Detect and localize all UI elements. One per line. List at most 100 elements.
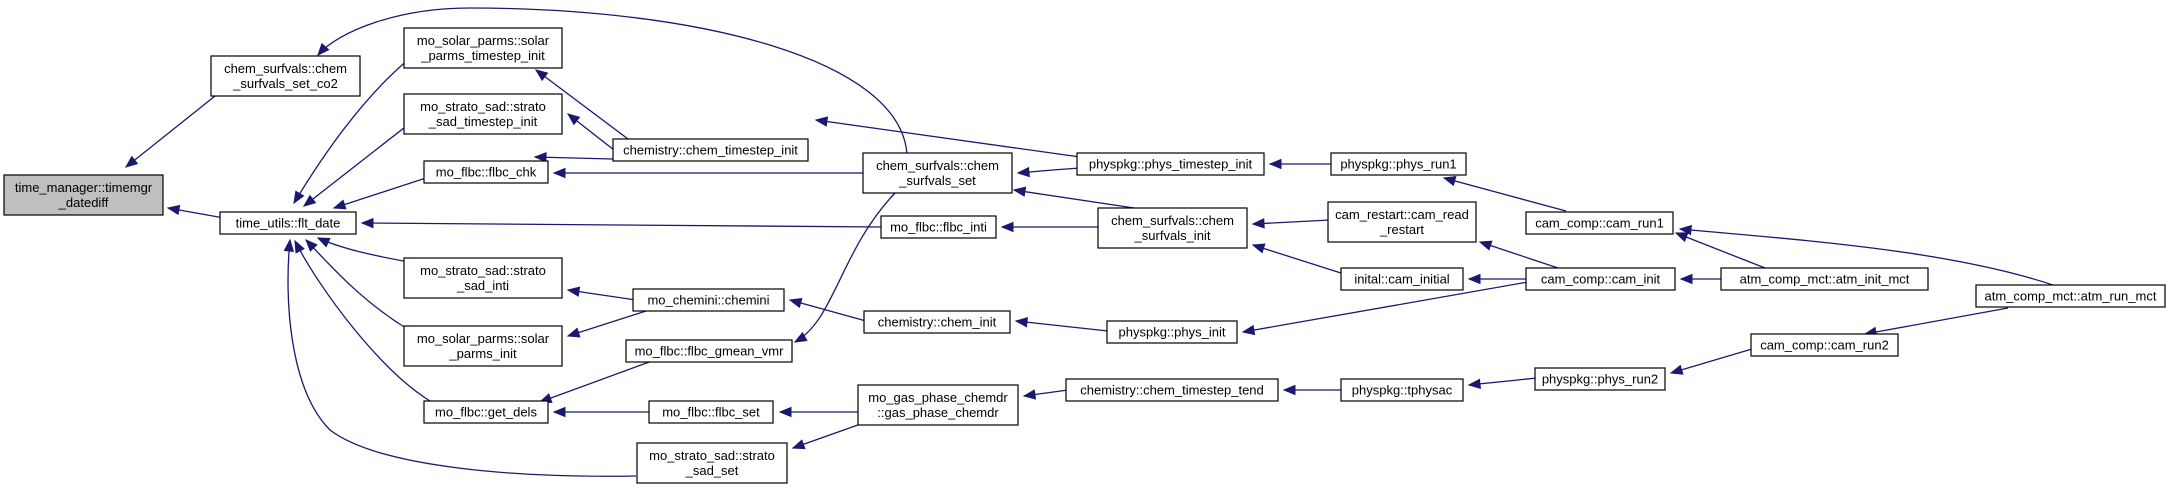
node-timemgr[interactable]: time_manager::timemgr_datediff xyxy=(3,174,164,216)
node-box[interactable] xyxy=(1065,378,1279,402)
node-box[interactable] xyxy=(423,160,549,184)
node-phys-run2[interactable]: physpkg::phys_run2 xyxy=(1534,367,1666,391)
edge-line xyxy=(539,360,653,403)
node-solar-init[interactable]: mo_solar_parms::solar_parms_init xyxy=(403,325,563,367)
node-cam-run1[interactable]: cam_comp::cam_run1 xyxy=(1525,211,1674,235)
node-box[interactable] xyxy=(423,400,549,424)
node-box[interactable] xyxy=(403,325,563,367)
node-box[interactable] xyxy=(1076,152,1265,176)
edge-line xyxy=(1242,281,1529,333)
call-edge-atm_init-to-cam_run1 xyxy=(1674,232,1766,269)
node-box[interactable] xyxy=(219,211,357,235)
node-box[interactable] xyxy=(863,310,1011,334)
node-label: chemistry::chem_timestep_tend xyxy=(1080,383,1264,398)
node-box[interactable] xyxy=(1330,152,1467,176)
call-edge-tphysac-to-chem_ts_tend xyxy=(1282,384,1342,396)
edge-line xyxy=(305,239,410,331)
node-box[interactable] xyxy=(1975,284,2166,308)
node-label: _parms_init xyxy=(448,346,517,361)
node-tphysac[interactable]: physpkg::tphysac xyxy=(1340,378,1464,402)
node-label: _sad_inti xyxy=(456,278,509,293)
node-box[interactable] xyxy=(862,152,1013,194)
node-box[interactable] xyxy=(632,288,785,312)
node-label: cam_comp::cam_init xyxy=(1541,272,1661,287)
node-phys-init[interactable]: physpkg::phys_init xyxy=(1106,320,1238,344)
node-flbc-chk[interactable]: mo_flbc::flbc_chk xyxy=(423,160,549,184)
arrowhead xyxy=(1000,221,1014,233)
node-cam-run2[interactable]: cam_comp::cam_run2 xyxy=(1750,333,1899,357)
node-atm-run[interactable]: atm_comp_mct::atm_run_mct xyxy=(1975,284,2166,308)
node-box[interactable] xyxy=(1525,211,1674,235)
node-label: _sad_timestep_init xyxy=(428,114,538,129)
node-phys-run1[interactable]: physpkg::phys_run1 xyxy=(1330,152,1467,176)
node-box[interactable] xyxy=(1340,378,1464,402)
node-box[interactable] xyxy=(1750,333,1899,357)
node-flbc-set[interactable]: mo_flbc::flbc_set xyxy=(648,400,774,424)
arrowhead xyxy=(1022,389,1037,400)
node-strato-ts[interactable]: mo_strato_sad::strato_sad_timestep_init xyxy=(403,93,563,135)
node-box[interactable] xyxy=(625,339,793,363)
call-edge-chem_ts_init-to-strato_ts xyxy=(566,113,615,151)
node-get-dels[interactable]: mo_flbc::get_dels xyxy=(423,400,549,424)
arrowhead xyxy=(793,331,808,343)
node-box[interactable] xyxy=(1327,201,1477,243)
node-chemini[interactable]: mo_chemini::chemini xyxy=(632,288,785,312)
node-box[interactable] xyxy=(403,27,563,69)
node-cam-init[interactable]: cam_comp::cam_init xyxy=(1525,267,1676,291)
node-solar-ts[interactable]: mo_solar_parms::solar_parms_timestep_ini… xyxy=(403,27,563,69)
node-gmean-vmr[interactable]: mo_flbc::flbc_gmean_vmr xyxy=(625,339,793,363)
node-strato-set[interactable]: mo_strato_sad::strato_sad_set xyxy=(636,442,788,484)
node-box[interactable] xyxy=(1106,320,1238,344)
edge-line xyxy=(333,177,427,209)
node-surf-init[interactable]: chem_surfvals::chem_surfvals_init xyxy=(1097,207,1248,249)
node-box[interactable] xyxy=(403,257,563,299)
arrowhead xyxy=(302,194,317,207)
node-gas-phase[interactable]: mo_gas_phase_chemdr::gas_phase_chemdr xyxy=(857,384,1019,426)
node-box[interactable] xyxy=(648,400,774,424)
call-graph-nodes: time_manager::timemgr_datediffchem_surfv… xyxy=(3,27,2166,484)
node-label: ::gas_phase_chemdr xyxy=(877,405,999,420)
node-box[interactable] xyxy=(857,384,1019,426)
call-edge-chemini-to-solar_init xyxy=(566,310,647,338)
node-cam-initial[interactable]: inital::cam_initial xyxy=(1340,267,1464,291)
node-box[interactable] xyxy=(403,93,563,135)
edge-line xyxy=(1015,320,1109,332)
call-edge-gmean_vmr-to-get_dels xyxy=(538,360,653,403)
arrowhead xyxy=(1282,384,1296,396)
node-box[interactable] xyxy=(1534,367,1666,391)
node-box[interactable] xyxy=(1525,267,1676,291)
arrowhead xyxy=(1478,240,1493,251)
node-box[interactable] xyxy=(1720,267,1929,291)
node-strato-inti[interactable]: mo_strato_sad::strato_sad_inti xyxy=(403,257,563,299)
edge-line xyxy=(1479,241,1559,269)
node-flt-date[interactable]: time_utils::flt_date xyxy=(219,211,357,235)
node-cam-restart[interactable]: cam_restart::cam_read_restart xyxy=(1327,201,1477,243)
node-atm-init[interactable]: atm_comp_mct::atm_init_mct xyxy=(1720,267,1929,291)
node-box[interactable] xyxy=(880,215,997,239)
arrowhead xyxy=(1467,378,1481,390)
node-box[interactable] xyxy=(636,442,788,484)
node-box[interactable] xyxy=(3,174,164,216)
call-edge-strato_inti-to-flt_date xyxy=(316,237,410,263)
node-box[interactable] xyxy=(210,55,361,97)
call-edge-flt_date-to-timemgr xyxy=(166,204,225,219)
node-label: mo_flbc::flbc_gmean_vmr xyxy=(635,344,785,359)
call-edge-get_dels-to-flt_date xyxy=(294,239,431,402)
node-flbc-inti[interactable]: mo_flbc::flbc_inti xyxy=(880,215,997,239)
node-phys-ts-init[interactable]: physpkg::phys_timestep_init xyxy=(1076,152,1265,176)
node-surf-co2[interactable]: chem_surfvals::chem_surfvals_set_co2 xyxy=(210,55,361,97)
node-box[interactable] xyxy=(1097,207,1248,249)
node-surf-set[interactable]: chem_surfvals::chem_surfvals_set xyxy=(862,152,1013,194)
edge-line xyxy=(1252,244,1345,275)
node-chem-init[interactable]: chemistry::chem_init xyxy=(863,310,1011,334)
call-edge-cam_init-to-phys_init xyxy=(1241,281,1529,336)
arrowhead xyxy=(1442,175,1457,187)
node-chem-ts-init[interactable]: chemistry::chem_timestep_init xyxy=(612,138,809,162)
arrowhead xyxy=(791,439,806,450)
node-box[interactable] xyxy=(612,138,809,162)
node-chem-ts-tend[interactable]: chemistry::chem_timestep_tend xyxy=(1065,378,1279,402)
node-box[interactable] xyxy=(1340,267,1464,291)
node-label: mo_solar_parms::solar xyxy=(417,33,550,48)
node-label: mo_solar_parms::solar xyxy=(417,331,550,346)
arrowhead xyxy=(552,167,566,179)
